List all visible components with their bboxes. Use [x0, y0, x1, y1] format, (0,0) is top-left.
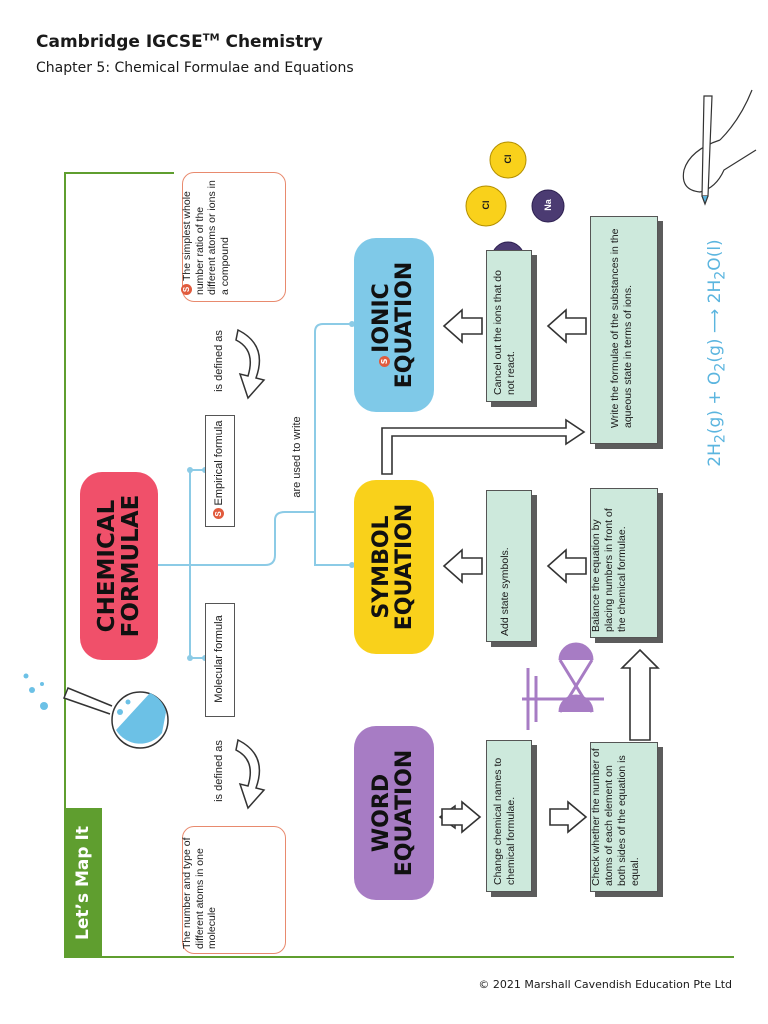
empirical-formula-box: SEmpirical formula	[205, 415, 235, 527]
step-check-atoms-text: Check whether the number of atoms of eac…	[590, 748, 641, 886]
step-add-state-text: Add state symbols.	[499, 547, 511, 636]
copyright-footer: © 2021 Marshall Cavendish Education Pte …	[478, 978, 732, 991]
flask-icon	[23, 673, 169, 749]
step-cancel-ions-text: Cancel out the ions that do not react.	[492, 270, 517, 395]
lets-map-it-tab: Let’s Map It	[64, 808, 102, 958]
molecular-formula-box: Molecular formula	[205, 603, 235, 717]
frame-top-line	[64, 172, 174, 174]
hand-icon	[682, 89, 757, 206]
syllabus-s-badge: S	[181, 284, 192, 295]
empirical-definition-box: SThe simplest whole number ratio of the …	[181, 172, 286, 302]
step-change-names-text: Change chemical names to chemical formul…	[492, 757, 517, 885]
step-write-ions-text: Write the formulae of the substances in …	[609, 228, 634, 428]
step-add-state-box: Add state symbols.	[486, 490, 532, 642]
ion-cl-label-1: Cl	[503, 154, 513, 164]
molecular-formula-label: Molecular formula	[213, 615, 225, 703]
ion-na-label-1: Na	[543, 199, 553, 211]
frame-left-line	[64, 172, 66, 958]
formula-example: 2H2(g) + O2(g) ⟶ 2H2O(l)	[705, 239, 729, 467]
empirical-formula-label: SEmpirical formula	[213, 415, 227, 525]
is-defined-as-upper: is defined as	[213, 330, 225, 392]
molecular-definition-box: The number and type of different atoms i…	[181, 826, 286, 954]
syllabus-s-badge: S	[213, 508, 224, 520]
step-balance-box: Balance the equation by placing numbers …	[590, 488, 658, 638]
step-cancel-ions-box: Cancel out the ions that do not react.	[486, 250, 532, 402]
is-defined-as-lower: is defined as	[213, 740, 225, 802]
syllabus-s-badge: S	[379, 355, 390, 367]
page-subtitle: Chapter 5: Chemical Formulae and Equatio…	[36, 60, 354, 76]
step-change-names-box: Change chemical names to chemical formul…	[486, 740, 532, 892]
ion-cl-label-2: Cl	[481, 200, 491, 210]
curved-arrow-lower	[235, 738, 266, 810]
empirical-definition-text: SThe simplest whole number ratio of the …	[181, 180, 231, 295]
balance-scale-icon	[522, 642, 604, 730]
page-title: Cambridge IGCSETM Chemistry	[36, 32, 323, 52]
molecular-definition-text: The number and type of different atoms i…	[181, 837, 218, 950]
curved-arrow-upper	[235, 328, 266, 400]
lets-map-it-label: Let’s Map It	[73, 826, 93, 940]
step-write-ions-box: Write the formulae of the substances in …	[590, 216, 658, 444]
step-check-atoms-box: Check whether the number of atoms of eac…	[590, 742, 658, 892]
are-used-to-write-label: are used to write	[291, 416, 303, 498]
step-balance-text: Balance the equation by placing numbers …	[590, 508, 628, 632]
frame-bottom-line	[64, 956, 734, 958]
reaction-arrow-icon: ⟶	[705, 308, 725, 334]
